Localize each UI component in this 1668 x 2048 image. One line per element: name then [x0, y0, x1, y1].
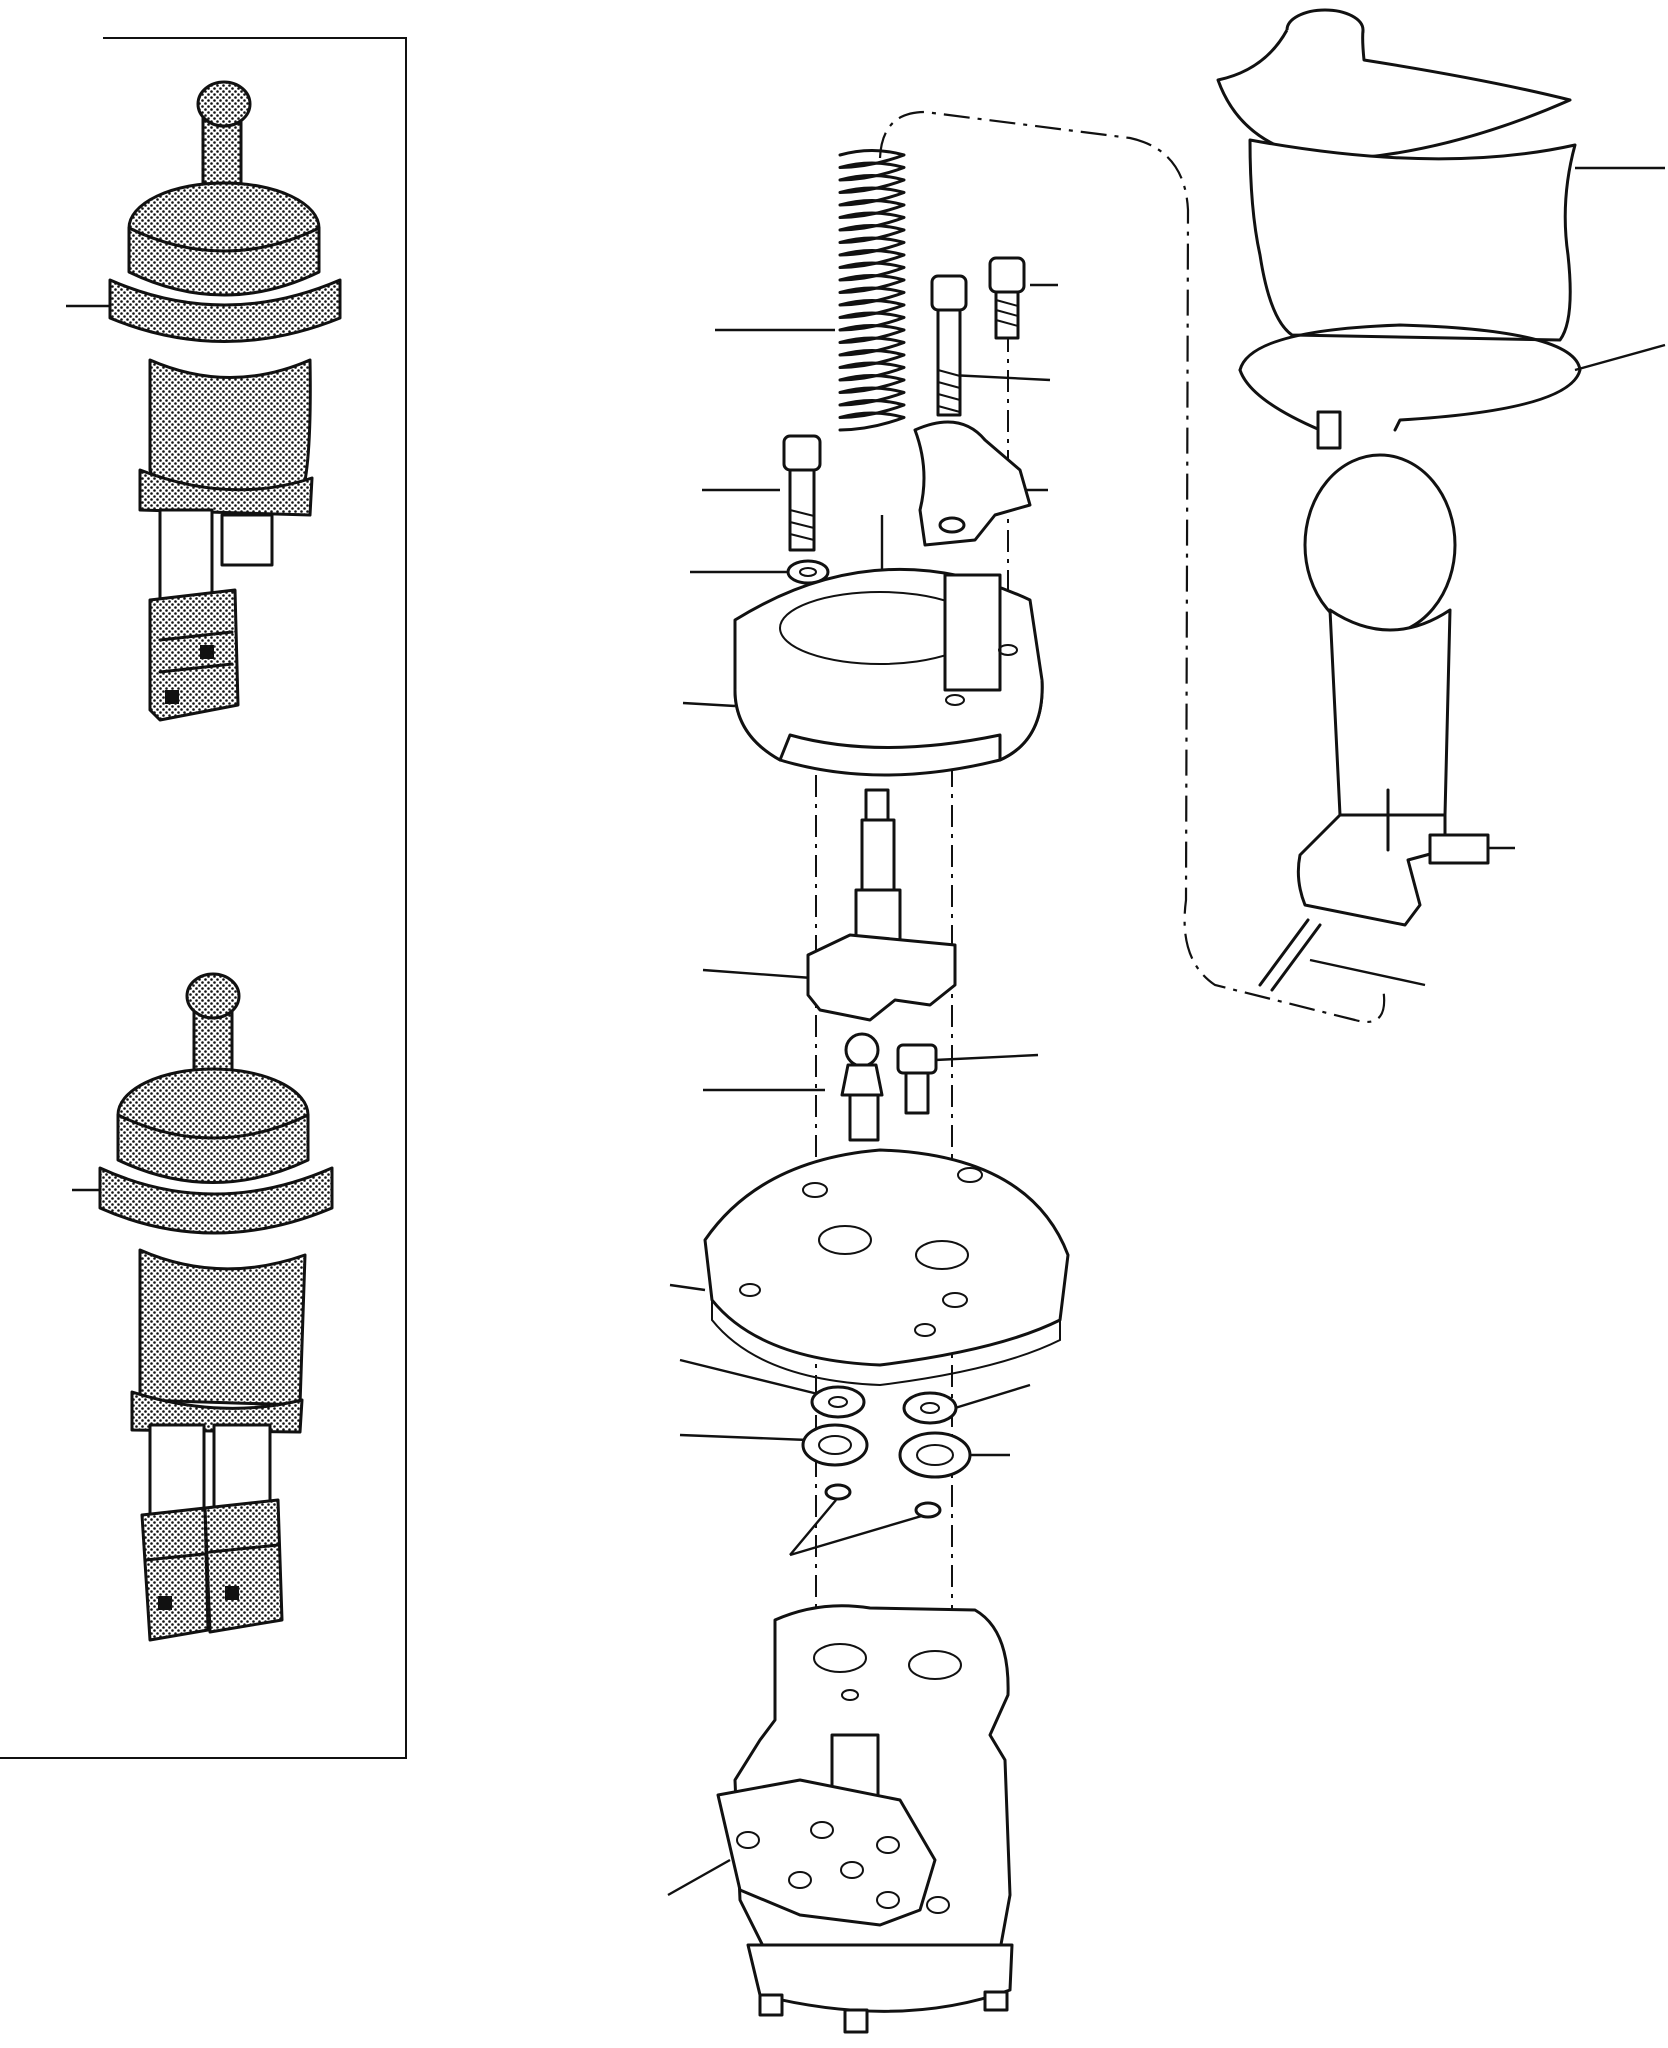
inset-frame: [0, 37, 407, 1759]
rubber-boot: [1216, 8, 1665, 342]
spring: [715, 149, 906, 432]
callout-leader: [702, 968, 813, 980]
seal-set: [679, 1358, 1031, 1557]
callout-leader: [789, 1499, 837, 1556]
callout-leader: [1309, 958, 1426, 987]
group-outline: [878, 110, 1386, 1023]
inset-assembly-double: [72, 972, 334, 1642]
inset-assembly-single: [66, 80, 342, 722]
callout-leader: [679, 1433, 809, 1442]
callout-leader: [949, 373, 1051, 382]
callout-leader: [679, 1358, 823, 1397]
clamp-band: [1238, 323, 1666, 450]
shaft-and-cam-plate: [702, 788, 957, 1022]
upper-housing-ring: [682, 515, 1044, 777]
callout-leader: [667, 1858, 731, 1897]
callout-leader: [1574, 343, 1666, 372]
lock-washer: [690, 559, 830, 585]
ball-stud: [703, 1032, 884, 1142]
cap-screw-left: [702, 434, 822, 552]
cap-screw-long: [930, 274, 1051, 417]
callout-leader: [954, 1383, 1031, 1410]
callout-leader: [682, 701, 736, 708]
callout-leader: [934, 1053, 1039, 1062]
hex-bolt: [896, 1043, 1039, 1115]
valve-body: [667, 1604, 1014, 2034]
valve-plate: [669, 1148, 1070, 1387]
control-lever: [1258, 453, 1515, 992]
retaining-bracket: [913, 420, 1048, 547]
callout-leader: [789, 1513, 926, 1557]
callout-leader: [669, 1283, 706, 1292]
cap-screw-short: [988, 256, 1058, 340]
